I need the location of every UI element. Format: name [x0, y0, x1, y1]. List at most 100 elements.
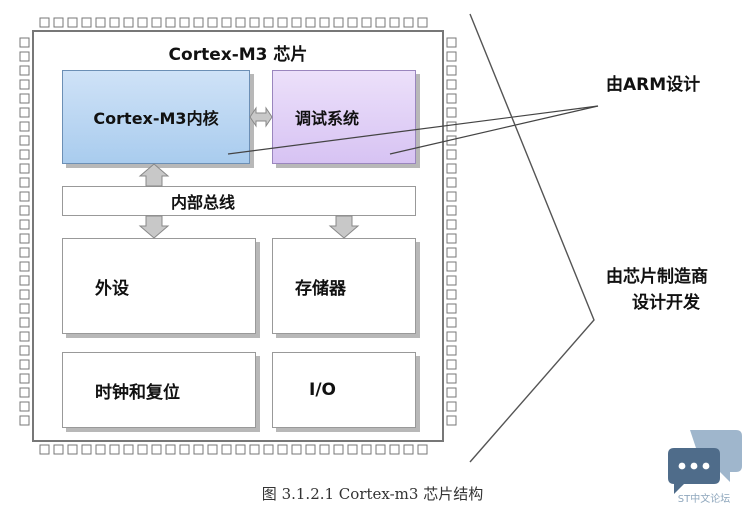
chip-pin-bottom — [67, 444, 78, 455]
chip-pin-right — [446, 331, 457, 342]
chip-pin-top — [389, 17, 400, 28]
chip-pin-left — [19, 51, 30, 62]
chip-pin-top — [207, 17, 218, 28]
chip-pin-left — [19, 387, 30, 398]
clock-reset-block: 时钟和复位 — [62, 352, 256, 428]
chip-pin-right — [446, 401, 457, 412]
debug-system-block: 调试系统 — [272, 70, 416, 164]
chip-pin-left — [19, 205, 30, 216]
chip-pin-bottom — [375, 444, 386, 455]
chip-pin-left — [19, 163, 30, 174]
chip-pin-bottom — [193, 444, 204, 455]
chip-pin-left — [19, 401, 30, 412]
chip-pin-right — [446, 79, 457, 90]
chip-pin-right — [446, 317, 457, 328]
chip-pin-left — [19, 177, 30, 188]
chip-pin-left — [19, 149, 30, 160]
chip-pin-right — [446, 373, 457, 384]
chip-pin-bottom — [207, 444, 218, 455]
chip-pin-right — [446, 37, 457, 48]
chip-pin-top — [67, 17, 78, 28]
chip-pin-top — [375, 17, 386, 28]
chip-pin-bottom — [347, 444, 358, 455]
chip-pin-right — [446, 149, 457, 160]
chip-pin-left — [19, 247, 30, 258]
chip-pin-top — [417, 17, 428, 28]
chip-pin-top — [347, 17, 358, 28]
chip-pin-left — [19, 303, 30, 314]
chip-pin-top — [403, 17, 414, 28]
chip-pin-right — [446, 247, 457, 258]
chip-pin-top — [235, 17, 246, 28]
bus-label: 内部总线 — [171, 193, 236, 212]
chip-pin-top — [333, 17, 344, 28]
cortex-m3-core-block: Cortex-M3内核 — [62, 70, 250, 164]
chip-pin-right — [446, 107, 457, 118]
peripherals-label: 外设 — [95, 278, 129, 299]
chip-pin-top — [179, 17, 190, 28]
chip-pin-left — [19, 233, 30, 244]
chip-pin-left — [19, 79, 30, 90]
chip-pin-bottom — [109, 444, 120, 455]
core-label: Cortex-M3内核 — [93, 109, 219, 128]
chip-pin-right — [446, 51, 457, 62]
chip-pin-left — [19, 135, 30, 146]
chip-pin-top — [221, 17, 232, 28]
memory-label: 存储器 — [295, 278, 346, 299]
chip-pin-bottom — [263, 444, 274, 455]
chip-pin-top — [137, 17, 148, 28]
chip-pin-bottom — [417, 444, 428, 455]
chip-pin-right — [446, 275, 457, 286]
chip-pin-bottom — [137, 444, 148, 455]
internal-bus-block: 内部总线 — [62, 186, 416, 216]
watermark-text: ST中文论坛 — [677, 494, 731, 505]
memory-block: 存储器 — [272, 238, 416, 334]
chip-pin-bottom — [123, 444, 134, 455]
chip-pin-right — [446, 65, 457, 76]
chip-pin-bottom — [291, 444, 302, 455]
chip-pin-bottom — [319, 444, 330, 455]
debug-label: 调试系统 — [295, 109, 360, 128]
chip-pin-top — [305, 17, 316, 28]
chip-pin-bottom — [151, 444, 162, 455]
figure-caption: 图 3.1.2.1 Cortex-m3 芯片结构 — [261, 485, 484, 503]
chip-pin-right — [446, 205, 457, 216]
chip-pin-top — [151, 17, 162, 28]
chip-pin-top — [319, 17, 330, 28]
chip-pin-right — [446, 219, 457, 230]
chip-pin-bottom — [179, 444, 190, 455]
vendor-design-line2: 设计开发 — [632, 293, 700, 313]
chip-pin-bottom — [403, 444, 414, 455]
chip-pin-top — [39, 17, 50, 28]
chip-pin-bottom — [39, 444, 50, 455]
chip-pin-right — [446, 289, 457, 300]
chip-pin-right — [446, 359, 457, 370]
io-label: I/O — [309, 380, 336, 400]
vendor-design-label: 由芯片制造商 设计开发 — [606, 264, 738, 316]
peripherals-block: 外设 — [62, 238, 256, 334]
chip-pin-left — [19, 275, 30, 286]
chip-pin-left — [19, 317, 30, 328]
chip-pin-bottom — [53, 444, 64, 455]
clock-reset-label: 时钟和复位 — [95, 382, 180, 403]
chip-pin-left — [19, 107, 30, 118]
chip-pin-left — [19, 345, 30, 356]
chip-pin-top — [123, 17, 134, 28]
chip-pin-right — [446, 233, 457, 244]
chip-pin-bottom — [95, 444, 106, 455]
chip-pin-left — [19, 191, 30, 202]
chip-pin-left — [19, 289, 30, 300]
chip-pin-bottom — [305, 444, 316, 455]
chip-title: Cortex-M3 芯片 — [168, 45, 308, 65]
chip-pin-bottom — [361, 444, 372, 455]
chip-pin-right — [446, 261, 457, 272]
arm-design-label: 由ARM设计 — [606, 75, 701, 95]
chip-pin-right — [446, 135, 457, 146]
chip-pin-top — [361, 17, 372, 28]
chip-pin-bottom — [221, 444, 232, 455]
chip-pin-right — [446, 387, 457, 398]
chip-pin-bottom — [235, 444, 246, 455]
chip-pin-top — [263, 17, 274, 28]
chip-pin-left — [19, 331, 30, 342]
chip-pin-top — [193, 17, 204, 28]
